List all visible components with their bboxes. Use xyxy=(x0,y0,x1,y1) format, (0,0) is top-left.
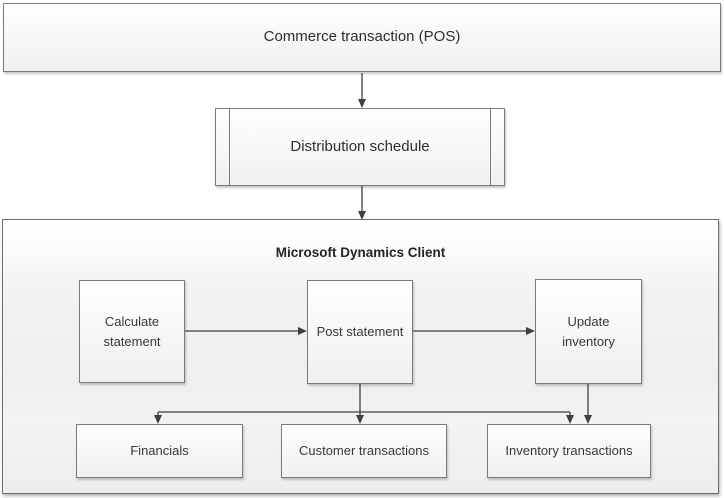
node-update-inventory-label: Update inventory xyxy=(562,314,615,349)
node-customer-transactions: Customer transactions xyxy=(281,424,447,478)
node-customer-transactions-label: Customer transactions xyxy=(298,443,430,459)
arrow-distribution-to-client xyxy=(358,186,366,220)
node-calculate-statement-label: Calculate statement xyxy=(103,314,161,349)
node-post-statement-label: Post statement xyxy=(316,324,404,340)
dynamics-client-container-title: Microsoft Dynamics Client xyxy=(275,245,446,260)
node-inventory-transactions: Inventory transactions xyxy=(487,424,651,478)
node-financials: Financials xyxy=(76,424,243,478)
node-commerce-transaction: Commerce transaction (POS) xyxy=(3,3,721,72)
node-financials-label: Financials xyxy=(130,443,189,459)
node-distribution-schedule-label: Distribution schedule xyxy=(290,137,430,155)
node-post-statement: Post statement xyxy=(307,280,413,384)
node-commerce-transaction-label: Commerce transaction (POS) xyxy=(263,28,461,46)
node-update-inventory: Update inventory xyxy=(535,279,642,384)
node-calculate-statement: Calculate statement xyxy=(79,280,185,383)
node-inventory-transactions-label: Inventory transactions xyxy=(505,443,633,459)
arrow-commerce-to-distribution xyxy=(358,73,366,108)
node-distribution-schedule: Distribution schedule xyxy=(215,108,505,186)
